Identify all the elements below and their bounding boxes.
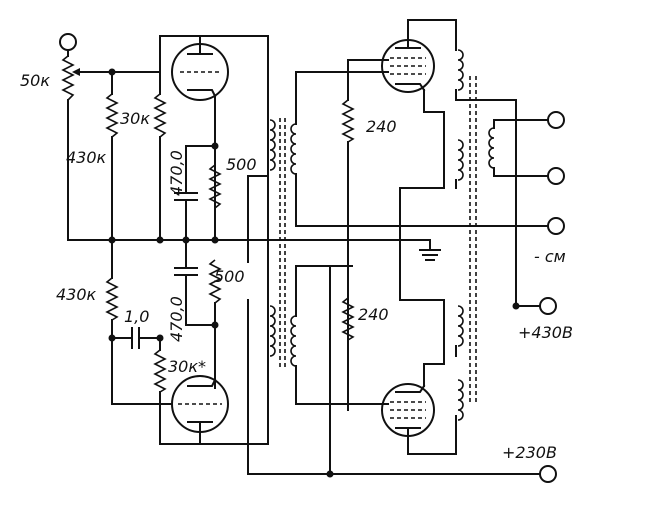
label-c-coupling: 1,0 xyxy=(124,307,149,326)
capacitor-1-0 xyxy=(131,327,140,349)
speaker-terminal-2 xyxy=(547,167,565,185)
label-r-load-bot: 30к* xyxy=(168,357,206,376)
resistor-240-top xyxy=(341,99,355,143)
output-transformer xyxy=(457,49,495,421)
ground-symbol xyxy=(419,239,441,261)
terminal-430v xyxy=(539,297,557,315)
label-r-grid-bot: 430к xyxy=(56,285,97,304)
triode-tube-bottom xyxy=(171,375,229,445)
label-hv: +430В xyxy=(518,323,573,342)
label-r-out-bot: 240 xyxy=(358,305,389,324)
resistor-430k-bottom xyxy=(105,277,119,321)
resistor-430k-top xyxy=(105,93,119,138)
speaker-terminal-1 xyxy=(547,111,565,129)
label-r-load-top: 30к xyxy=(120,109,150,128)
resistor-30k-top xyxy=(153,93,167,138)
resistor-30k-bottom xyxy=(153,349,167,393)
label-r-cath-top: 500 xyxy=(226,155,257,174)
terminal-230v xyxy=(539,465,557,483)
label-lv: +230В xyxy=(502,443,557,462)
capacitor-470-bottom xyxy=(174,267,198,276)
input-terminal xyxy=(59,33,77,51)
label-c-top: 470,0 xyxy=(167,150,186,196)
interstage-transformer xyxy=(247,118,297,475)
pentode-tube-bottom xyxy=(381,383,435,455)
potentiometer-50k xyxy=(61,55,161,241)
label-r-cath-bot: 500 xyxy=(214,267,245,286)
triode-tube-top xyxy=(171,35,229,241)
label-c-bot: 470,0 xyxy=(167,296,186,342)
terminal-bias xyxy=(547,217,565,235)
pentode-tube-top xyxy=(381,19,435,93)
label-r-out-top: 240 xyxy=(366,117,397,136)
resistor-500-bottom xyxy=(208,259,222,304)
resistor-500-top xyxy=(208,164,222,209)
resistor-240-bottom xyxy=(341,297,355,341)
label-r-grid-top: 430к xyxy=(66,148,107,167)
label-pot: 50к xyxy=(20,71,50,90)
label-bias: - см xyxy=(534,247,566,266)
